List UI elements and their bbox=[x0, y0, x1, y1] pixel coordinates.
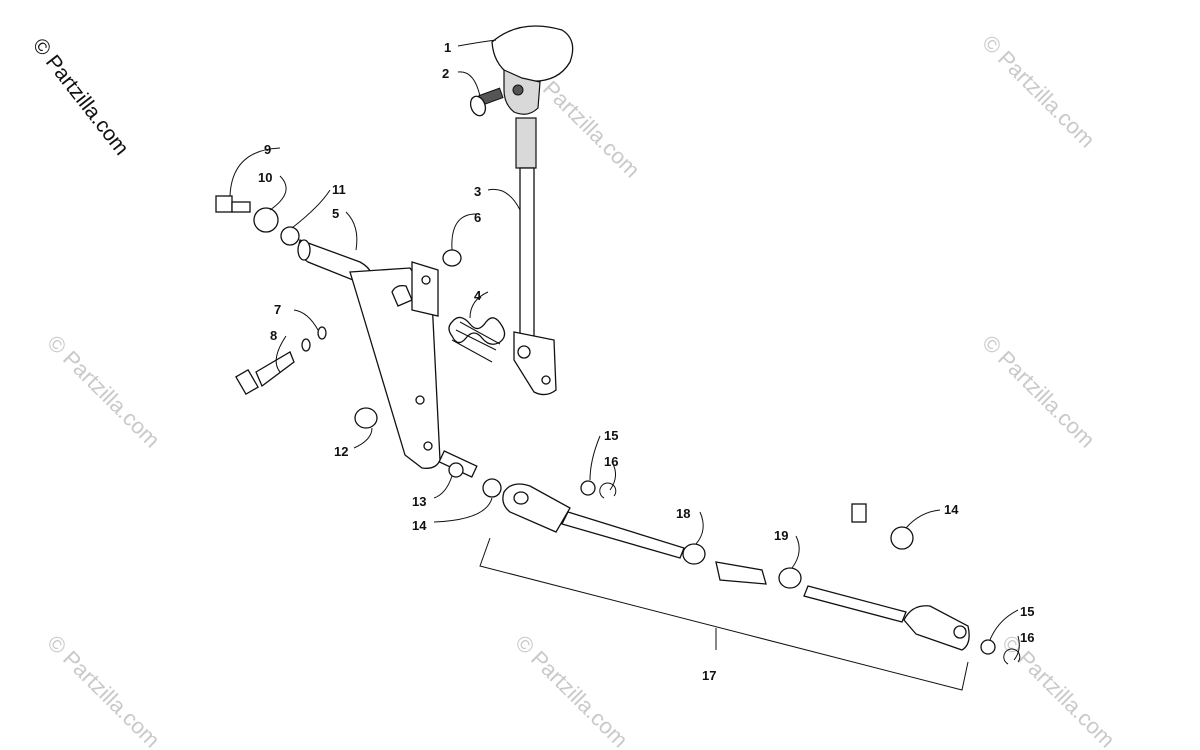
callout-13: 13 bbox=[412, 494, 426, 509]
callout-16: 16 bbox=[604, 454, 618, 469]
callout-3: 3 bbox=[474, 184, 481, 199]
callout-7: 7 bbox=[274, 302, 281, 317]
callout-12: 12 bbox=[334, 444, 348, 459]
turnbuckle-part bbox=[715, 561, 767, 585]
callout-14: 14 bbox=[412, 518, 427, 533]
knob-part bbox=[491, 25, 574, 115]
jam-nut-part bbox=[778, 567, 802, 589]
callout-15: 15 bbox=[604, 428, 618, 443]
assembly-bracket bbox=[479, 537, 969, 691]
pivot-lever-part bbox=[297, 239, 441, 469]
callout-5: 5 bbox=[332, 206, 339, 221]
callout-1: 1 bbox=[444, 40, 451, 55]
lock-nut-part bbox=[354, 407, 378, 429]
callout-11: 11 bbox=[332, 182, 346, 197]
spring-part bbox=[448, 316, 506, 363]
nut-part bbox=[442, 249, 462, 267]
jam-nut-part bbox=[682, 543, 706, 565]
callout-16: 16 bbox=[1020, 630, 1034, 645]
e-clip-part bbox=[1003, 648, 1021, 665]
callout-9: 9 bbox=[264, 142, 271, 157]
callout-18: 18 bbox=[676, 506, 690, 521]
callout-2: 2 bbox=[442, 66, 449, 81]
screw-part bbox=[469, 87, 504, 117]
callout-15: 15 bbox=[1020, 604, 1034, 619]
flange-bolt-part bbox=[215, 195, 251, 213]
bushing-part bbox=[851, 503, 914, 550]
callout-17: 17 bbox=[702, 668, 716, 683]
washer-part bbox=[580, 480, 596, 496]
e-clip-part bbox=[599, 482, 617, 499]
shift-rod-part bbox=[513, 117, 557, 396]
callout-8: 8 bbox=[270, 328, 277, 343]
o-ring-part bbox=[280, 226, 300, 246]
washer-part bbox=[980, 639, 996, 655]
callout-6: 6 bbox=[474, 210, 481, 225]
callout-10: 10 bbox=[258, 170, 272, 185]
callout-4: 4 bbox=[474, 288, 482, 303]
linkage-rod-assembly bbox=[502, 483, 970, 651]
bushing-part bbox=[482, 478, 502, 498]
leader-lines bbox=[229, 39, 1020, 661]
flat-washer-part bbox=[253, 207, 279, 233]
bolt-part bbox=[235, 351, 295, 396]
callout-14: 14 bbox=[944, 502, 959, 517]
callout-19: 19 bbox=[774, 528, 788, 543]
washer-part bbox=[301, 326, 327, 352]
stud-part bbox=[438, 450, 478, 478]
